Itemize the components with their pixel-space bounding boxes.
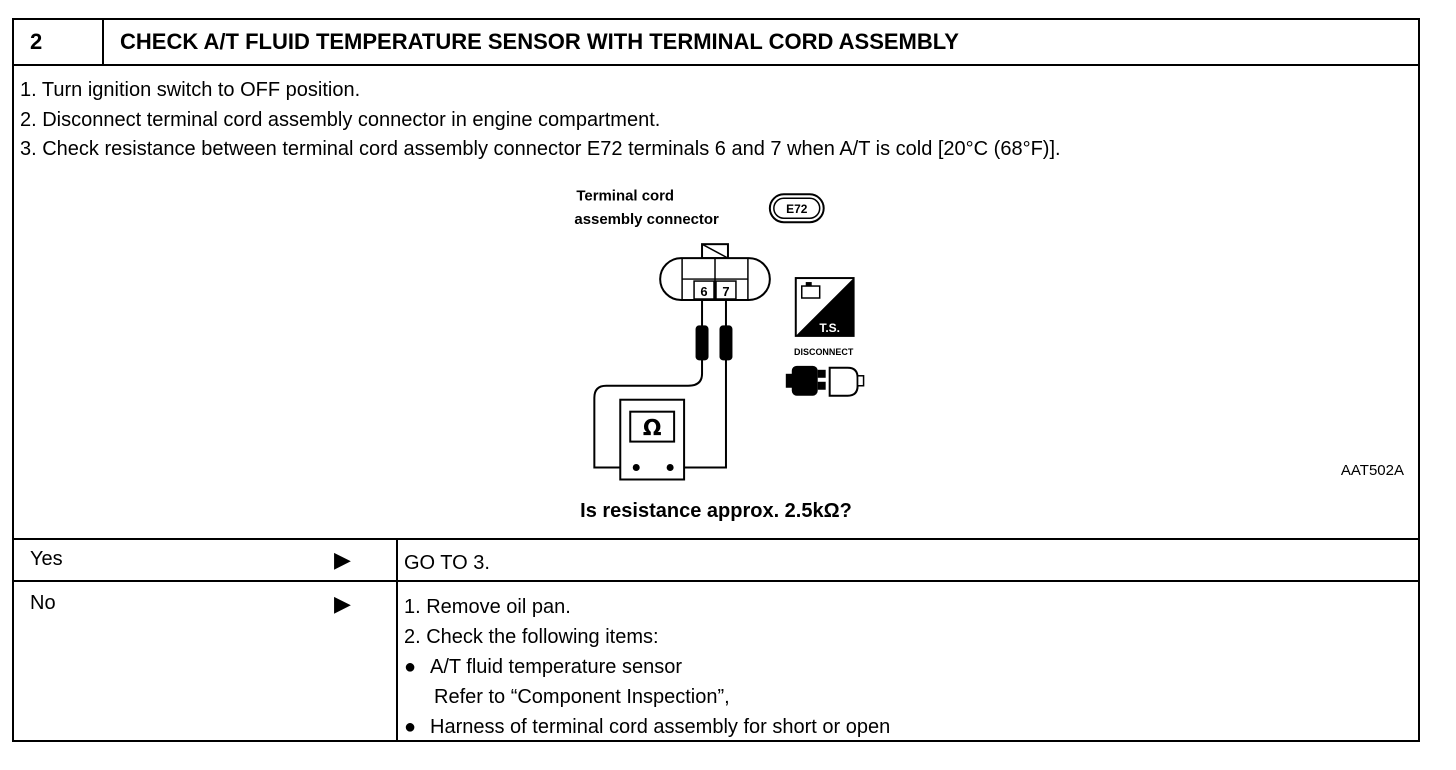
check-item: ●A/T fluid temperature sensor (404, 652, 890, 682)
connector-icon (659, 243, 771, 301)
step-header: 2 CHECK A/T FLUID TEMPERATURE SENSOR WIT… (14, 20, 1418, 66)
outcome-no-label: No (30, 592, 56, 614)
ts-label: T.S. (819, 321, 840, 335)
connector-label-line1: Terminal cord (576, 187, 674, 204)
outcome-yes-result: GO TO 3. (404, 552, 490, 574)
procedure-list: 1. Turn ignition switch to OFF position.… (20, 76, 1061, 165)
procedure-step: 2. Disconnect terminal cord assembly con… (20, 108, 661, 131)
disconnect-label: DISCONNECT (794, 347, 854, 357)
check-question: Is resistance approx. 2.5kΩ? (580, 500, 852, 522)
figure-code: AAT502A (1340, 462, 1404, 479)
outcome-no-row: No ▶ 1. Remove oil pan. 2. Check the fol… (14, 582, 1418, 742)
outcome-no-result: 1. Remove oil pan. 2. Check the followin… (404, 592, 890, 742)
diagnostic-table: 2 CHECK A/T FLUID TEMPERATURE SENSOR WIT… (12, 18, 1420, 742)
column-divider (396, 582, 398, 742)
column-divider (396, 538, 398, 580)
check-item: ●Harness of terminal cord assembly for s… (404, 712, 890, 742)
test-probes (593, 300, 733, 469)
connector-label-line2: assembly connector (574, 211, 719, 228)
no-step: 2. Check the following items: (404, 626, 659, 648)
connector-diagram: Terminal cord assembly connector E72 6 (574, 187, 865, 481)
bullet-icon: ● (404, 716, 417, 738)
terminal-6-label: 6 (700, 284, 707, 299)
outcome-yes-label: Yes (30, 548, 63, 570)
tester-ts-icon (794, 277, 855, 337)
ohm-symbol: Ω (643, 417, 662, 442)
step-title: CHECK A/T FLUID TEMPERATURE SENSOR WITH … (120, 29, 959, 54)
arrow-right-icon: ▶ (334, 591, 351, 616)
check-item-note: Refer to “Component Inspection”, (434, 686, 730, 708)
connector-id-badge: E72 (768, 193, 825, 224)
procedure-step: 3. Check resistance between terminal cor… (20, 138, 1061, 160)
no-step: 1. Remove oil pan. (404, 596, 571, 618)
step-number: 2 (14, 20, 104, 64)
connector-id: E72 (786, 202, 808, 216)
bullet-icon: ● (404, 656, 417, 678)
procedure-section: 1. Turn ignition switch to OFF position.… (14, 64, 1418, 540)
procedure-step: 1. Turn ignition switch to OFF position. (20, 79, 361, 101)
disconnect-icon (785, 365, 865, 397)
arrow-right-icon: ▶ (334, 547, 351, 572)
ohmmeter-icon (619, 398, 686, 481)
terminal-7-label: 7 (722, 284, 729, 299)
outcome-yes-row: Yes ▶ GO TO 3. (14, 538, 1418, 582)
